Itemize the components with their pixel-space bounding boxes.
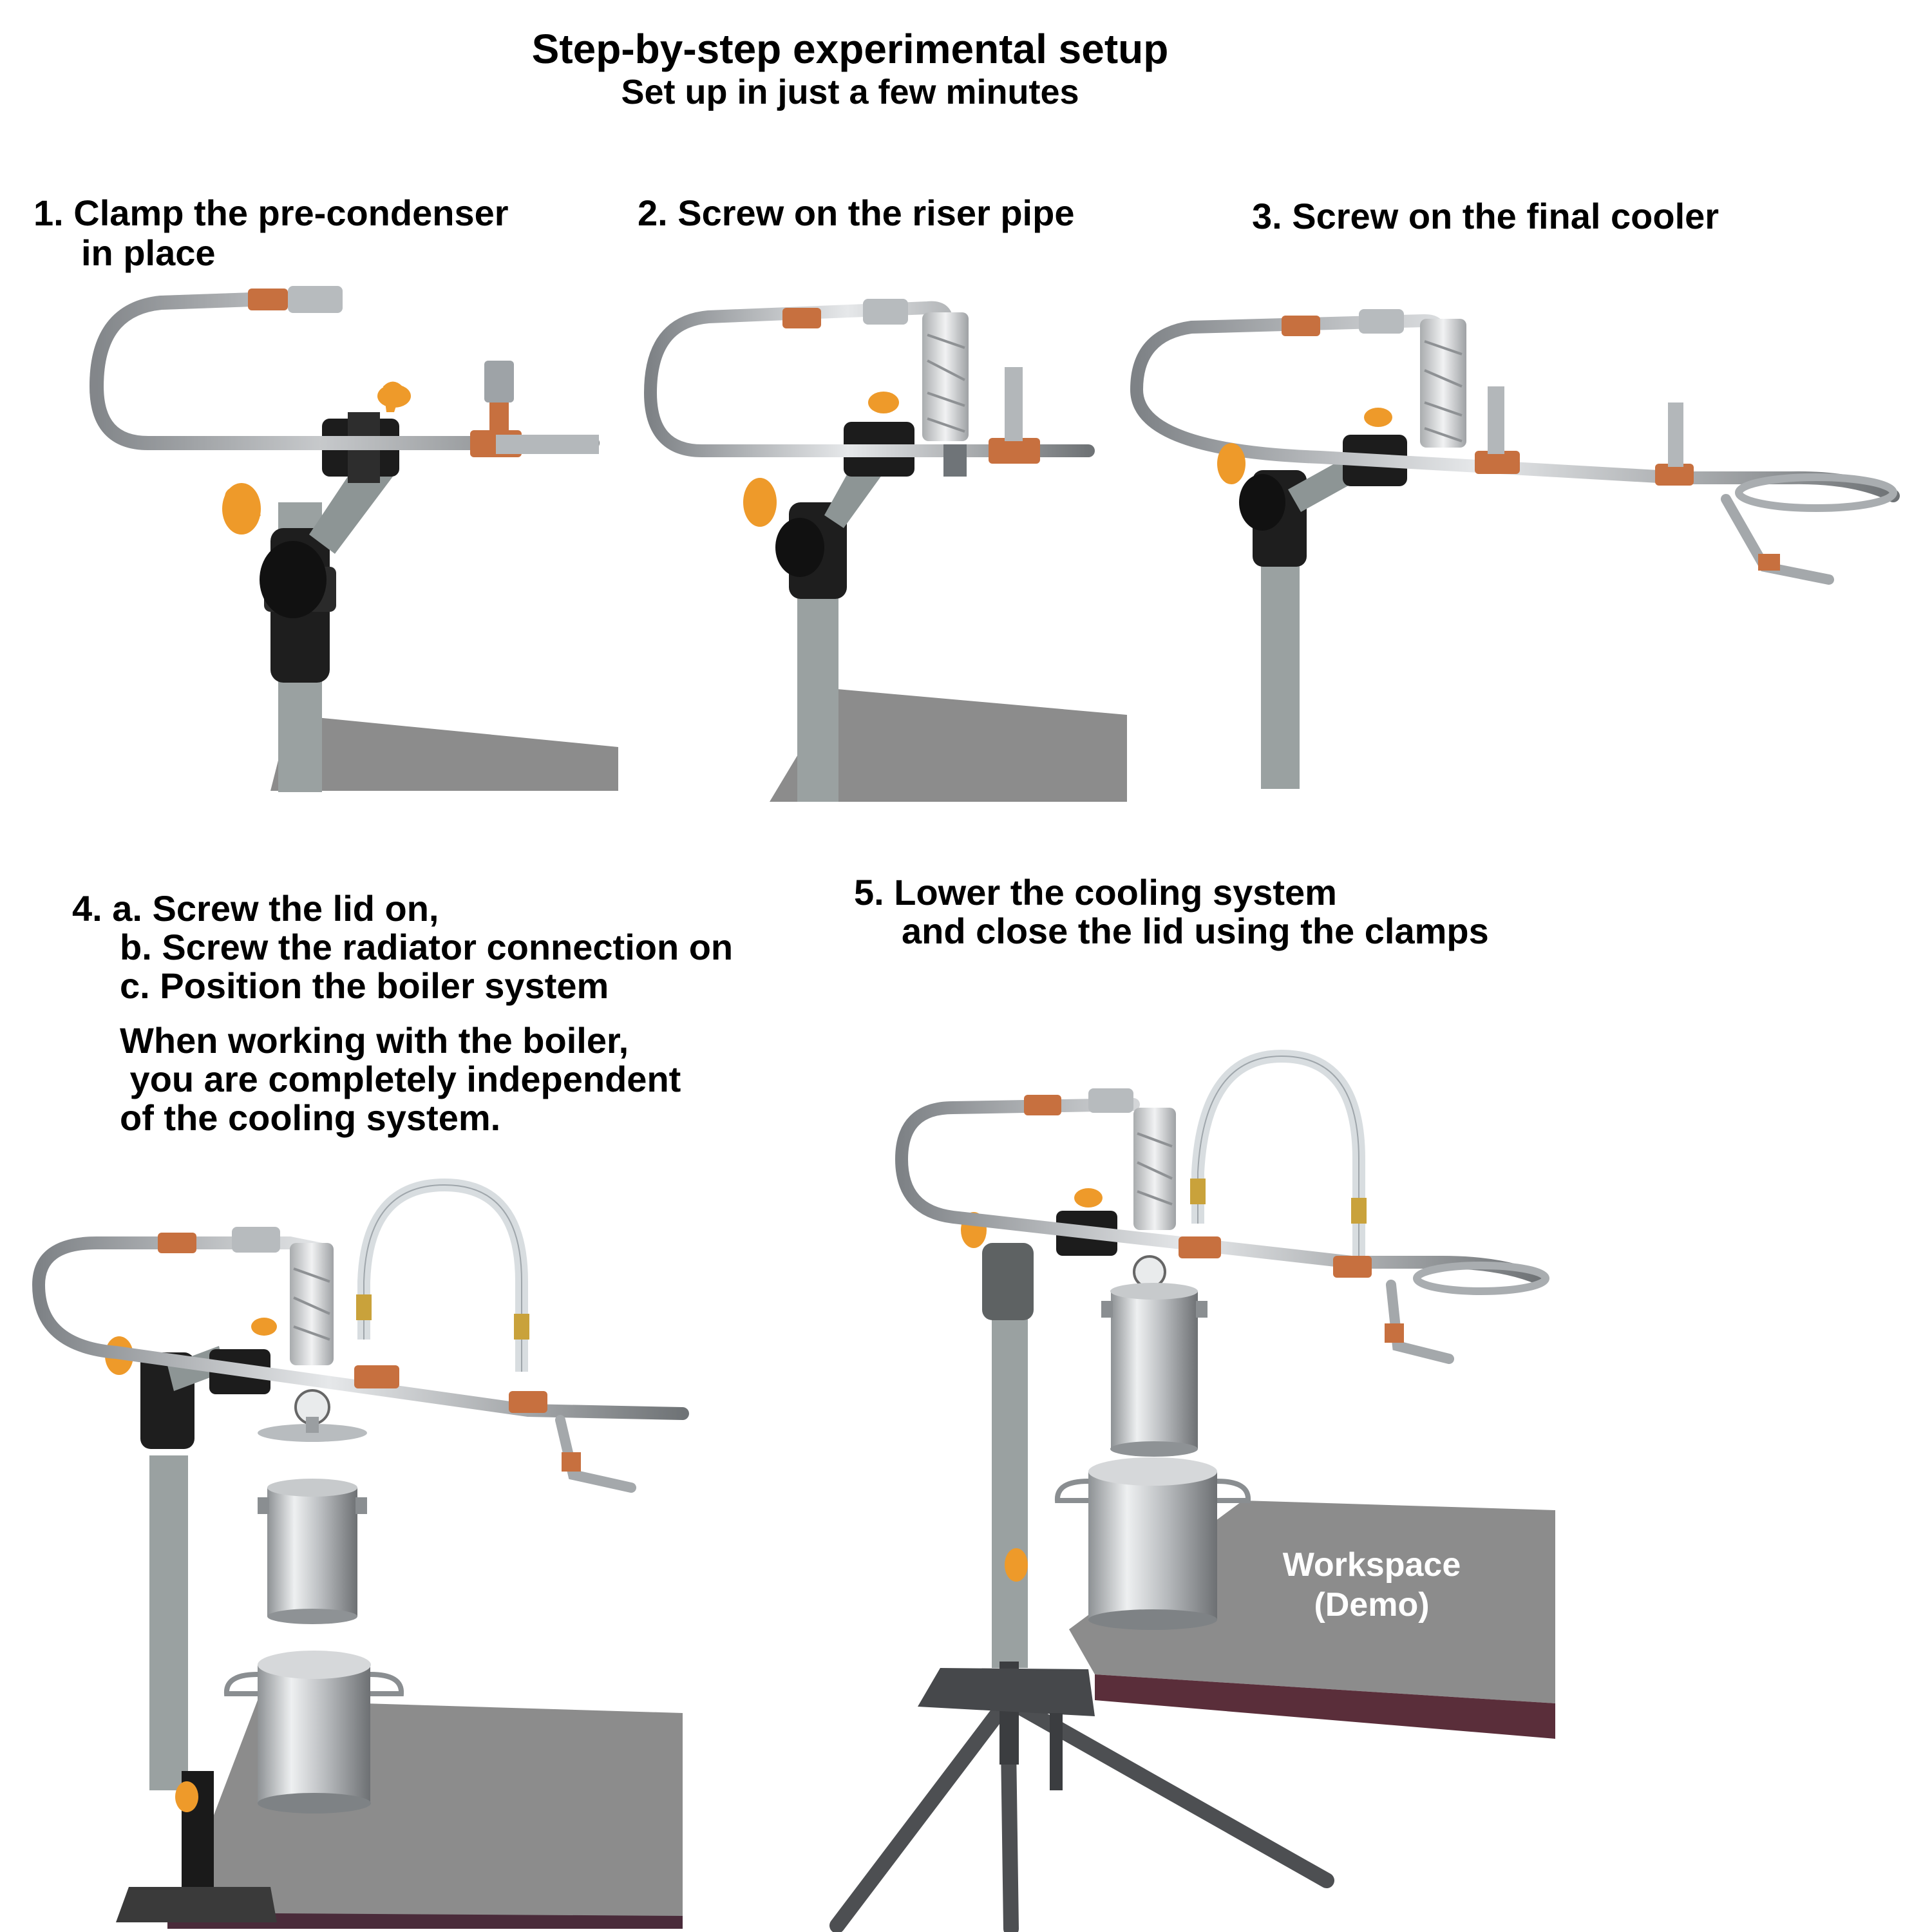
table [770,689,1127,802]
boiler-pot [1088,1472,1217,1620]
stand-pole [1261,528,1300,789]
step-1-number: 1. [33,193,64,233]
orange-knob [743,478,777,527]
riser-foil [922,312,969,441]
orange-knob [1217,443,1245,484]
step-1-caption: 1. Clamp the pre-condenser [33,193,509,233]
step-4-note-3: of the cooling system. [120,1097,501,1138]
workspace-label: Workspace [1282,1546,1461,1584]
outlet-pipe [1386,1280,1454,1364]
copper-coupling [782,308,821,328]
outlet-pipe [555,1415,636,1493]
column-pot [267,1488,357,1616]
step-5-number: 5. [854,872,884,913]
step-1-line1: Clamp the pre-condenser [73,193,509,233]
copper-coupling [1024,1095,1061,1115]
riser-foil [1133,1108,1176,1230]
coil-pipe [32,1236,689,1420]
step-1-line2: in place [81,232,216,273]
stand-joint [982,1243,1034,1320]
tool-tray [918,1668,1095,1716]
step-4-number: 4. [72,888,102,929]
step-5-line2: and close the lid using the clamps [902,911,1489,951]
boiler-pot [258,1665,370,1803]
stand-pole [992,1307,1028,1668]
final-cooler-coil [1413,1262,1549,1295]
final-cooler-coil [1735,473,1897,512]
panel-4-illustration [32,1178,689,1929]
step-2-caption: 2. Screw on the riser pipe [638,193,1074,233]
step-5-caption: 5. Lower the cooling system [854,873,1337,913]
step-3-number: 3. [1252,196,1282,236]
step-4-note-2: you are completely independent [120,1059,681,1099]
thermometer-gauge [1133,1255,1166,1289]
copper-coupling [248,289,288,310]
step-4-line-c: c. Position the boiler system [120,965,609,1006]
radiator-hose [1191,1049,1365,1262]
radiator-hose [357,1178,528,1372]
orange-knob [1074,1188,1103,1208]
step-4-note-1: When working with the boiler, [120,1020,629,1061]
step-4-line-a: a. Screw the lid on, [112,888,439,929]
panel-2-illustration [643,299,1127,802]
workspace-label-demo: (Demo) [1314,1586,1430,1624]
coil-pipe [643,301,1095,457]
step-4-line-b: b. Screw the radiator connection on [120,927,734,967]
page-title: Step-by-step experimental setup [531,26,1169,72]
panel-5-illustration [829,1049,1555,1932]
tool-tray [116,1887,277,1922]
riser-foil [290,1243,334,1365]
panel-1-illustration [89,286,618,792]
stand-pole [149,1455,188,1790]
orange-knob [1005,1548,1028,1582]
step-3-caption: 3. Screw on the final cooler [1252,196,1719,236]
step-2-number: 2. [638,193,668,233]
column-pot [1111,1291,1198,1449]
step-5-line1: Lower the cooling system [894,872,1337,913]
copper-coupling [158,1233,196,1253]
step-2-line1: Screw on the riser pipe [677,193,1075,233]
copper-coupling [1282,316,1320,336]
orange-knob [251,1318,277,1336]
table [270,715,618,791]
orange-knob [868,392,899,413]
page-subtitle: Set up in just a few minutes [621,73,1079,111]
step-3-line1: Screw on the final cooler [1292,196,1719,236]
orange-knob [175,1781,198,1812]
tripod-legs [829,1692,1334,1932]
stand-arm [1288,457,1359,512]
panel-3-illustration [1130,309,1900,789]
coil-pipe [89,292,600,450]
orange-knob [1364,408,1392,427]
step-4-caption: 4. a. Screw the lid on, [72,889,439,929]
